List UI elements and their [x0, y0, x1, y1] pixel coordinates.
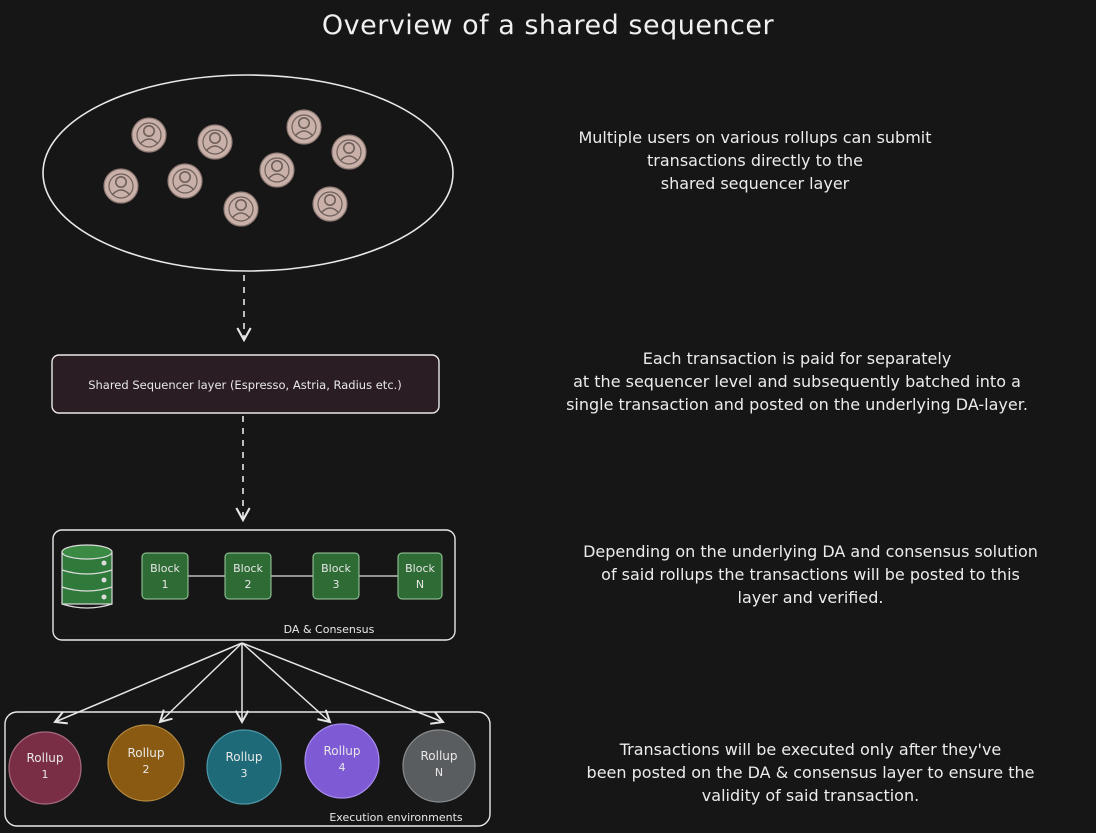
rollup-label: Rollup — [26, 751, 63, 765]
user-icon — [167, 163, 203, 199]
user-icon — [259, 152, 295, 188]
rollup-number: 3 — [241, 767, 248, 780]
page-title: Overview of a shared sequencer — [322, 10, 775, 41]
arrow-to-rollup-n — [241, 642, 445, 725]
da-consensus-box — [52, 529, 456, 641]
description-line: validity of said transaction. — [701, 786, 920, 805]
description-line: layer and verified. — [737, 588, 884, 607]
block-number: 3 — [333, 578, 340, 591]
block-label: Block — [405, 562, 435, 575]
rollup-number: 2 — [143, 763, 150, 776]
user-icon — [197, 124, 233, 160]
rollup-label: Rollup — [225, 750, 262, 764]
description-line: Multiple users on various rollups can su… — [578, 128, 932, 147]
arrow-to-rollup-4 — [241, 642, 332, 724]
arrow-to-rollup-1 — [53, 642, 243, 725]
description-line: of said rollups the transactions will be… — [601, 565, 1020, 584]
description-line: at the sequencer level and subsequently … — [573, 372, 1021, 391]
block-label: Block — [233, 562, 263, 575]
sequencer-box — [51, 354, 440, 414]
rollup-number: 4 — [339, 761, 346, 774]
description-line: Transactions will be executed only after… — [619, 740, 1002, 759]
rollup-2: Rollup 2 — [107, 724, 185, 802]
rollup-1: Rollup 1 — [8, 731, 82, 805]
block-number: 1 — [162, 578, 169, 591]
block-2: Block 2 — [224, 552, 272, 600]
description-line: Each transaction is paid for separately — [642, 349, 952, 368]
rollup-label: Rollup — [127, 746, 164, 760]
user-icon — [103, 168, 139, 204]
block-1: Block 1 — [141, 552, 189, 600]
description-line: been posted on the DA & consensus layer … — [586, 763, 1035, 782]
fanout-arrows — [53, 642, 445, 725]
description-da-consensus: Depending on the underlying DA and conse… — [548, 540, 1073, 609]
description-users: Multiple users on various rollups can su… — [520, 126, 990, 195]
arrow-to-rollup-2 — [158, 642, 243, 724]
user-icon — [223, 191, 259, 227]
users-ellipse — [42, 74, 454, 272]
description-line: shared sequencer layer — [660, 174, 850, 193]
user-icon — [286, 109, 322, 145]
da-consensus-label: DA & Consensus — [284, 623, 375, 636]
user-icon — [131, 117, 167, 153]
description-sequencer: Each transaction is paid for separately … — [532, 347, 1062, 416]
sequencer-label: Shared Sequencer layer (Espresso, Astria… — [88, 378, 402, 392]
rollup-label: Rollup — [323, 744, 360, 758]
rollup-4: Rollup 4 — [304, 723, 380, 799]
block-number: N — [416, 578, 424, 591]
user-icon — [331, 134, 367, 170]
block-n: Block N — [397, 552, 443, 600]
block-3: Block 3 — [312, 552, 360, 600]
database-icon — [61, 544, 113, 609]
block-label: Block — [321, 562, 351, 575]
rollup-3: Rollup 3 — [206, 729, 282, 805]
description-line: single transaction and posted on the und… — [566, 395, 1028, 414]
block-label: Block — [150, 562, 180, 575]
rollup-n: Rollup N — [402, 729, 476, 803]
execution-environments-box — [4, 711, 491, 827]
description-line: transactions directly to the — [647, 151, 863, 170]
description-execution: Transactions will be executed only after… — [548, 738, 1073, 807]
users-group — [103, 109, 367, 227]
user-icon — [312, 186, 348, 222]
description-line: Depending on the underlying DA and conse… — [583, 542, 1038, 561]
rollup-label: Rollup — [420, 749, 457, 763]
block-number: 2 — [245, 578, 252, 591]
execution-environments-label: Execution environments — [329, 811, 463, 824]
rollup-number: N — [435, 766, 443, 779]
rollup-number: 1 — [42, 768, 49, 781]
